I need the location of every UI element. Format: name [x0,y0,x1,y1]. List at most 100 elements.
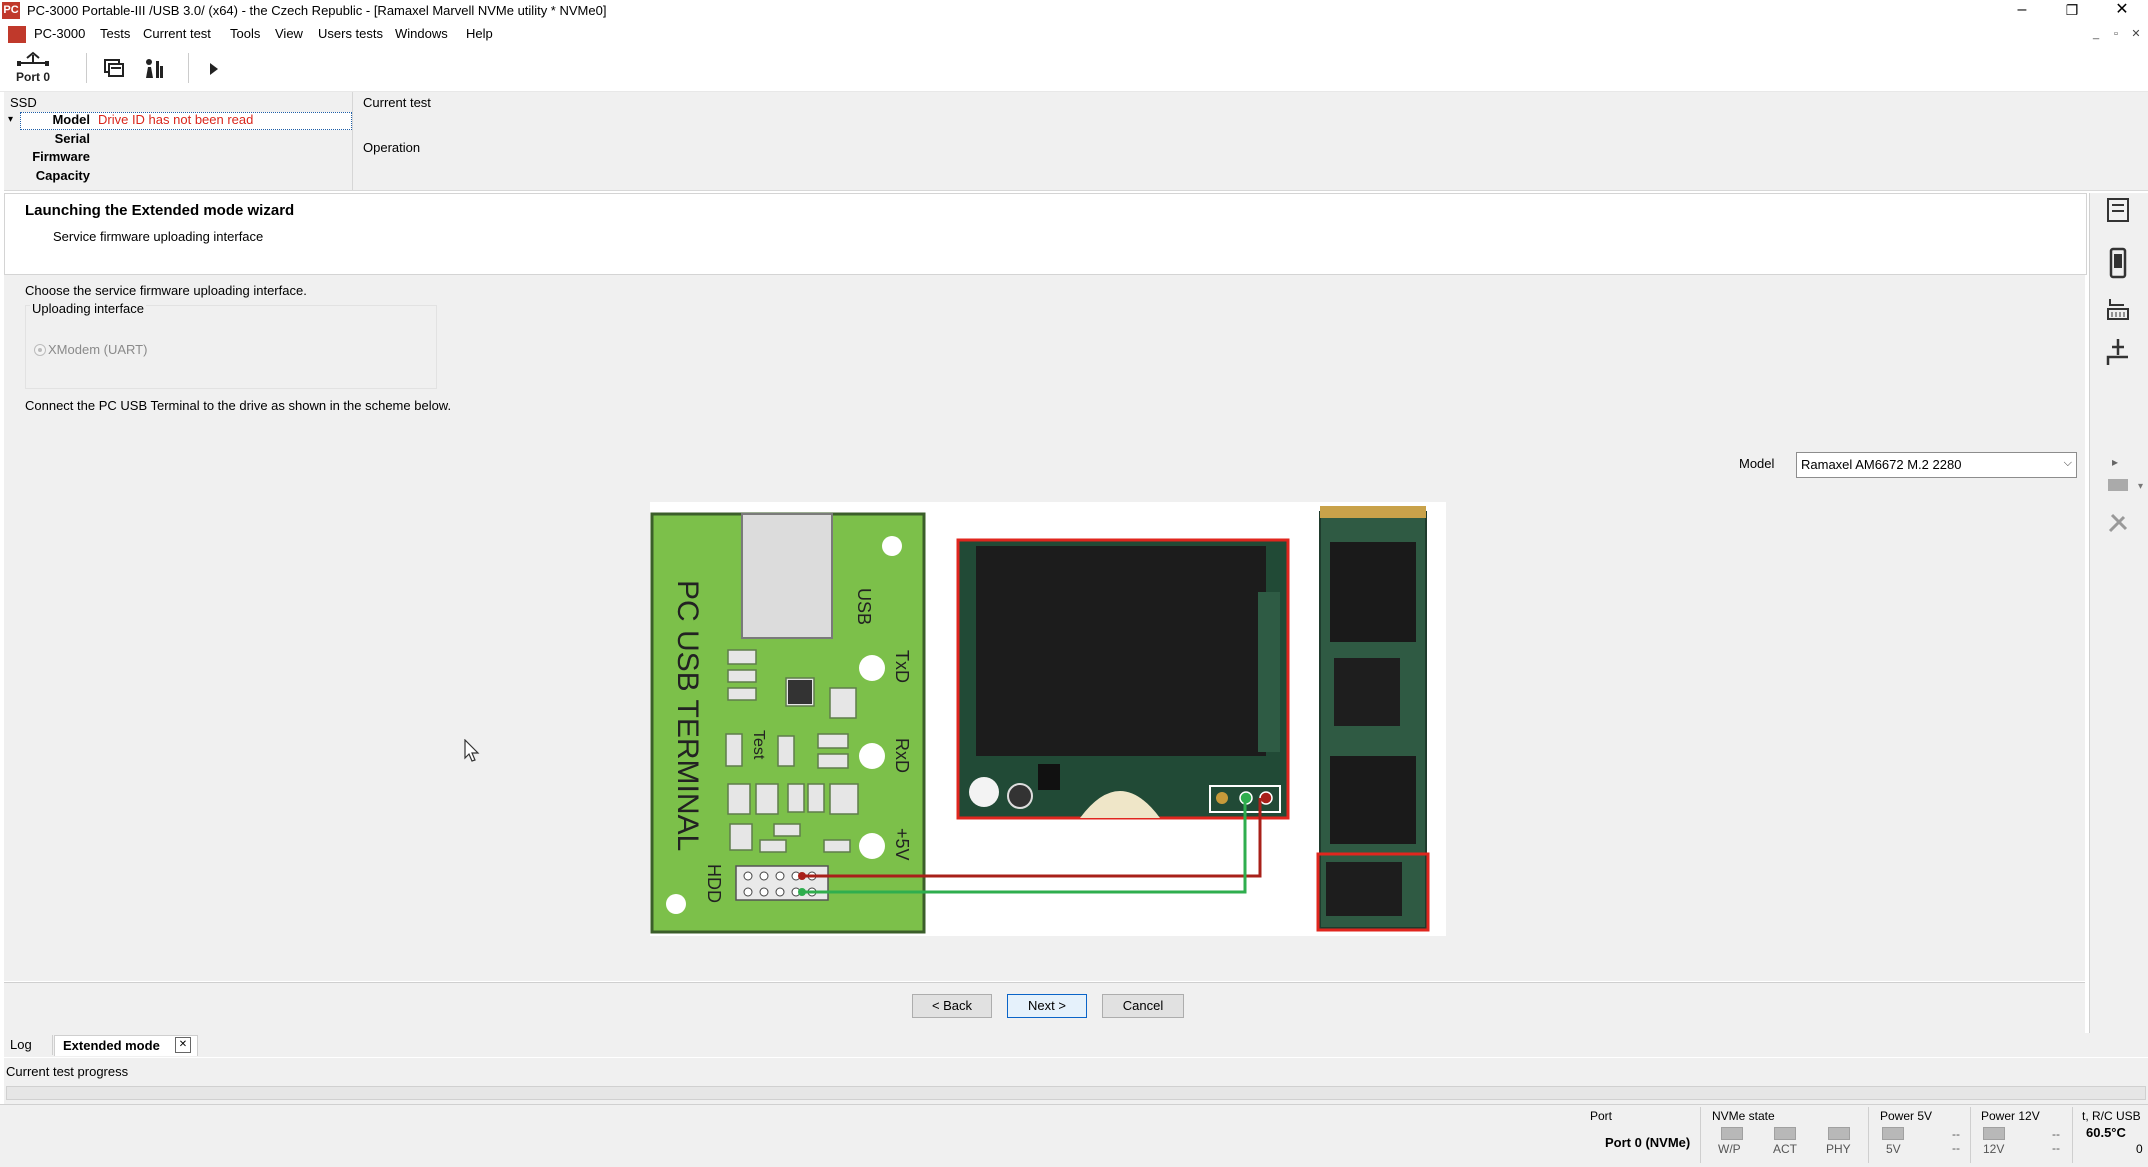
right-toolbar: ▸ ▾ [2089,193,2148,1033]
xmodem-label: XModem (UART) [48,342,148,357]
wizard-instruction: Choose the service firmware uploading in… [25,283,307,298]
status-divider [1970,1107,1971,1163]
cancel-button[interactable]: Cancel [1102,994,1184,1018]
tab-log[interactable]: Log [4,1035,53,1055]
mount-hole [882,536,902,556]
drive-disabled-icon[interactable] [2100,469,2136,505]
serial-label: Serial [54,131,90,146]
run-button[interactable] [202,51,226,87]
model-value: Drive ID has not been read [98,112,254,127]
model-row[interactable] [20,112,352,130]
restore-button[interactable]: ❐ [2065,2,2079,18]
back-button[interactable]: < Back [912,994,992,1018]
power5-value: -- [1952,1127,1960,1141]
power12-label: Power 12V [1981,1109,2040,1123]
wire-green [802,798,1247,894]
current-test-label: Current test [363,95,431,110]
bottom-tabs: Log Extended mode ✕ [4,1033,2148,1057]
capacity-label: Capacity [35,168,90,183]
model-select-value: Ramaxel AM6672 M.2 2280 [1801,457,1962,472]
reset-icon[interactable] [2100,293,2136,329]
next-button[interactable]: Next > [1007,994,1087,1018]
usb-connector [741,513,833,639]
minimize-button[interactable]: – [2017,1,2027,18]
expand-arrow-icon[interactable]: ▸ [2112,455,2119,469]
port-status-value: Port 0 (NVMe) [1605,1135,1691,1150]
tab-extended-mode[interactable]: Extended mode ✕ [54,1035,198,1056]
m2-highlight [1316,852,1430,932]
temp-label: t, R/C USB [2082,1109,2141,1123]
tab-log-label: Log [10,1037,32,1052]
model-select[interactable]: Ramaxel AM6672 M.2 2280 ⌵ [1796,452,2077,478]
port-button[interactable]: Port 0 [10,51,56,87]
drive-via [1007,783,1033,809]
mdi-restore-button[interactable]: ▫ [2114,28,2118,40]
phy-led [1828,1127,1850,1140]
person-chart-icon [146,59,163,78]
wizard-subtitle: Service firmware uploading interface [53,229,264,244]
menu-view[interactable]: View [275,26,303,41]
toolbar: Port 0 [0,47,2148,92]
header-pins [743,871,817,897]
drive-smd [1038,764,1060,790]
mdi-close-button[interactable]: ✕ [2131,28,2141,40]
usb-port-icon [17,51,49,66]
port-status-label: Port [1590,1109,1613,1123]
nvme-state-label: NVMe state [1712,1109,1775,1123]
status-bar: Port Port 0 (NVMe) NVMe state W/P ACT PH… [0,1104,2148,1167]
power-plug-icon[interactable] [2100,335,2136,371]
power5-led [1882,1127,1904,1140]
power12-value: -- [2052,1127,2060,1141]
m2-chip [1326,862,1402,916]
wire-red [802,798,1262,878]
v5-text: +5V [892,828,912,861]
power12-led [1983,1127,2005,1140]
wire-end-green [798,888,806,896]
model-select-label: Model [1739,456,1775,471]
collapse-arrow-icon[interactable]: ▾ [8,114,14,125]
dropdown-arrow-icon[interactable]: ▾ [2138,481,2144,492]
port-label: Port 0 [15,70,50,84]
menu-users-tests[interactable]: Users tests [318,26,384,41]
uploading-interface-group [25,305,437,389]
menu-tools[interactable]: Tools [230,26,261,41]
close-button[interactable]: ✕ [2115,1,2129,18]
copy-windows-button[interactable] [100,51,128,87]
tab-close-icon[interactable]: ✕ [175,1037,191,1053]
m2-chip [1330,542,1416,642]
device-icon[interactable] [2100,245,2136,281]
menu-pc3000[interactable]: PC-3000 [34,26,86,41]
v5-pad [859,833,885,859]
log-button[interactable] [140,51,168,87]
progress-area: Current test progress [4,1058,2148,1104]
menu-help[interactable]: Help [466,26,493,41]
status-divider [2072,1107,2073,1163]
menu-windows[interactable]: Windows [395,26,448,41]
drive-notch [1080,791,1160,818]
menu-tests[interactable]: Tests [100,26,131,41]
m2-chip [1334,658,1400,726]
drive-mount-hole [969,777,999,807]
test-text: Test [750,730,767,760]
mdi-minimize-button[interactable]: _ [2092,28,2100,40]
usb-text: USB [854,588,874,625]
txd-pad [859,655,885,681]
power12-led-label: 12V [1983,1142,2005,1156]
connect-instruction: Connect the PC USB Terminal to the drive… [25,398,452,413]
power5-label: Power 5V [1880,1109,1933,1123]
wizard-header: Launching the Extended mode wizard Servi… [4,193,2087,275]
rxd-pad [859,743,885,769]
power5-led-label: 5V [1886,1142,1901,1156]
tools-icon[interactable] [2100,505,2136,541]
mount-hole [666,894,686,914]
menu-current-test[interactable]: Current test [143,26,211,41]
xmodem-radio[interactable] [34,344,46,356]
wiring-diagram: PC USB TERMINAL USB TxD RxD +5V Test HDD [650,502,1446,936]
temp-value: 60.5°C [2086,1125,2126,1140]
menu-app-icon[interactable] [8,26,26,43]
ssd-label: SSD [10,95,37,110]
sd-card-icon[interactable] [2100,193,2136,229]
app-icon[interactable]: PC [2,2,20,19]
drive-controller-chip [976,546,1266,756]
phy-led-label: PHY [1826,1142,1851,1156]
